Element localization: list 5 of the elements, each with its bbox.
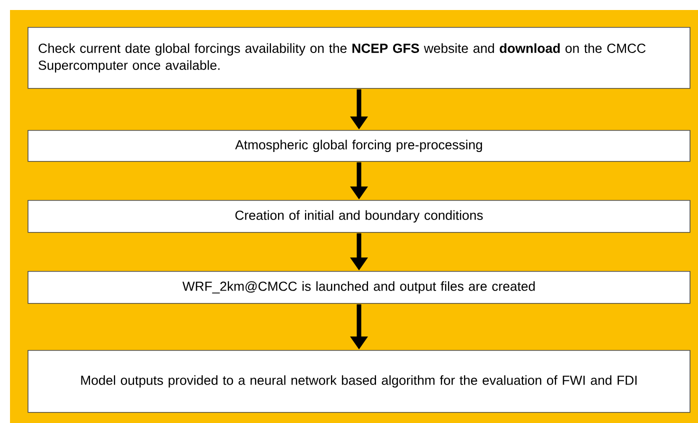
process-box: Creation of initial and boundary conditions [28,200,690,233]
process-box: Model outputs provided to a neural network based algorithm for the evaluation of FWI and FDI [28,350,690,413]
process-box: WRF_2km@CMCC is launched and output files are created [28,271,690,304]
process-box: Check current date global forcings availability on the NCEP GFS website and download on the CMCC Supercomputer once available. [28,27,690,89]
process-box: Atmospheric global forcing pre-processing [28,130,690,162]
